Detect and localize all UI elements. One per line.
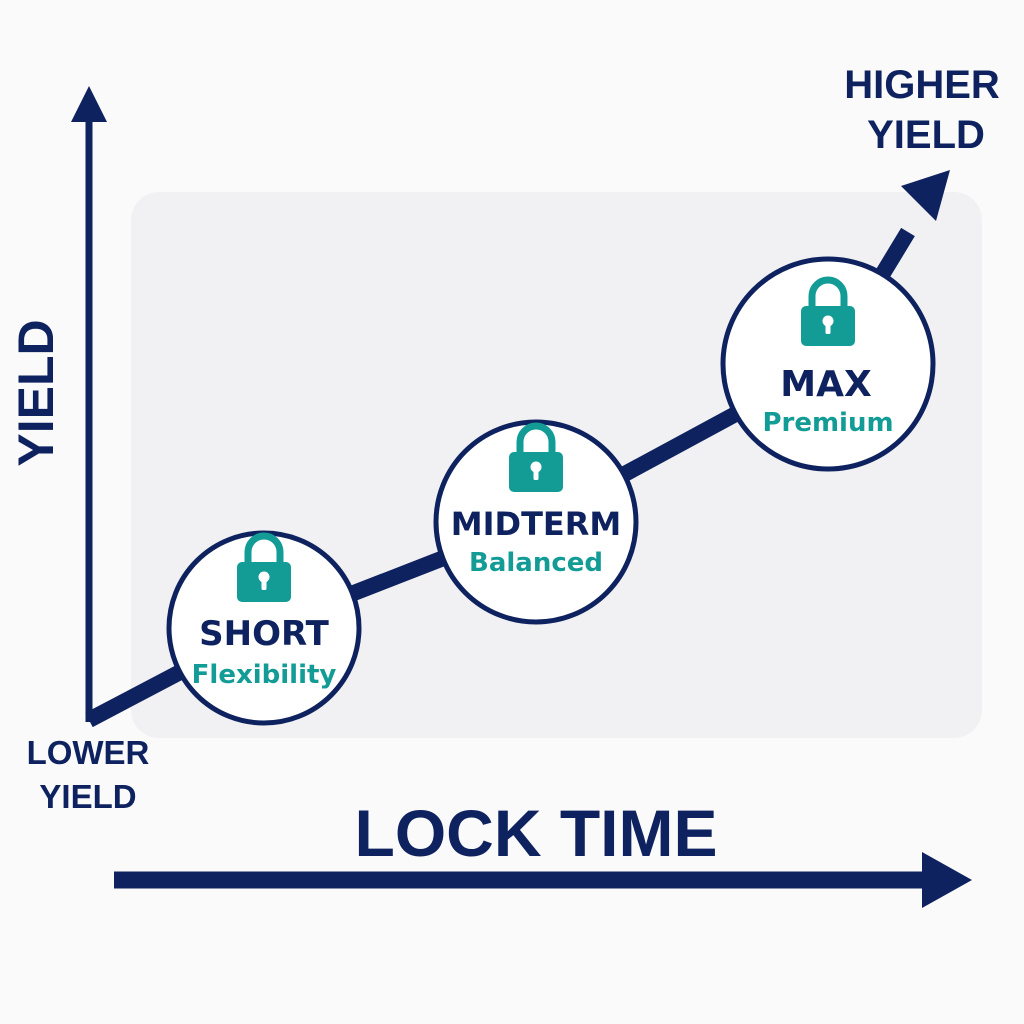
stage-subtitle: Balanced	[469, 548, 603, 578]
stage-circle	[720, 256, 936, 472]
stage-title: SHORT	[199, 614, 329, 654]
stage-midterm: MIDTERM Balanced	[433, 419, 639, 625]
y-axis-arrowhead	[71, 86, 107, 122]
lower-yield-label-line1: LOWER	[27, 734, 150, 771]
stage-max: MAX Premium	[720, 256, 936, 472]
stage-circle	[433, 419, 639, 625]
trend-arrowhead	[901, 170, 950, 221]
x-axis-title: LOCK TIME	[355, 796, 718, 870]
higher-yield-label-line1: HIGHER	[844, 63, 1000, 107]
lower-yield-label-line2: YIELD	[39, 778, 136, 815]
stage-title: MAX	[780, 364, 872, 405]
higher-yield-label-line2: YIELD	[867, 113, 985, 157]
x-axis-arrowhead	[922, 852, 972, 908]
stage-subtitle: Premium	[762, 408, 893, 438]
y-axis-title: YIELD	[8, 319, 64, 466]
stage-subtitle: Flexibility	[192, 660, 337, 690]
stage-title: MIDTERM	[451, 505, 621, 543]
stage-short: SHORT Flexibility	[166, 530, 362, 726]
